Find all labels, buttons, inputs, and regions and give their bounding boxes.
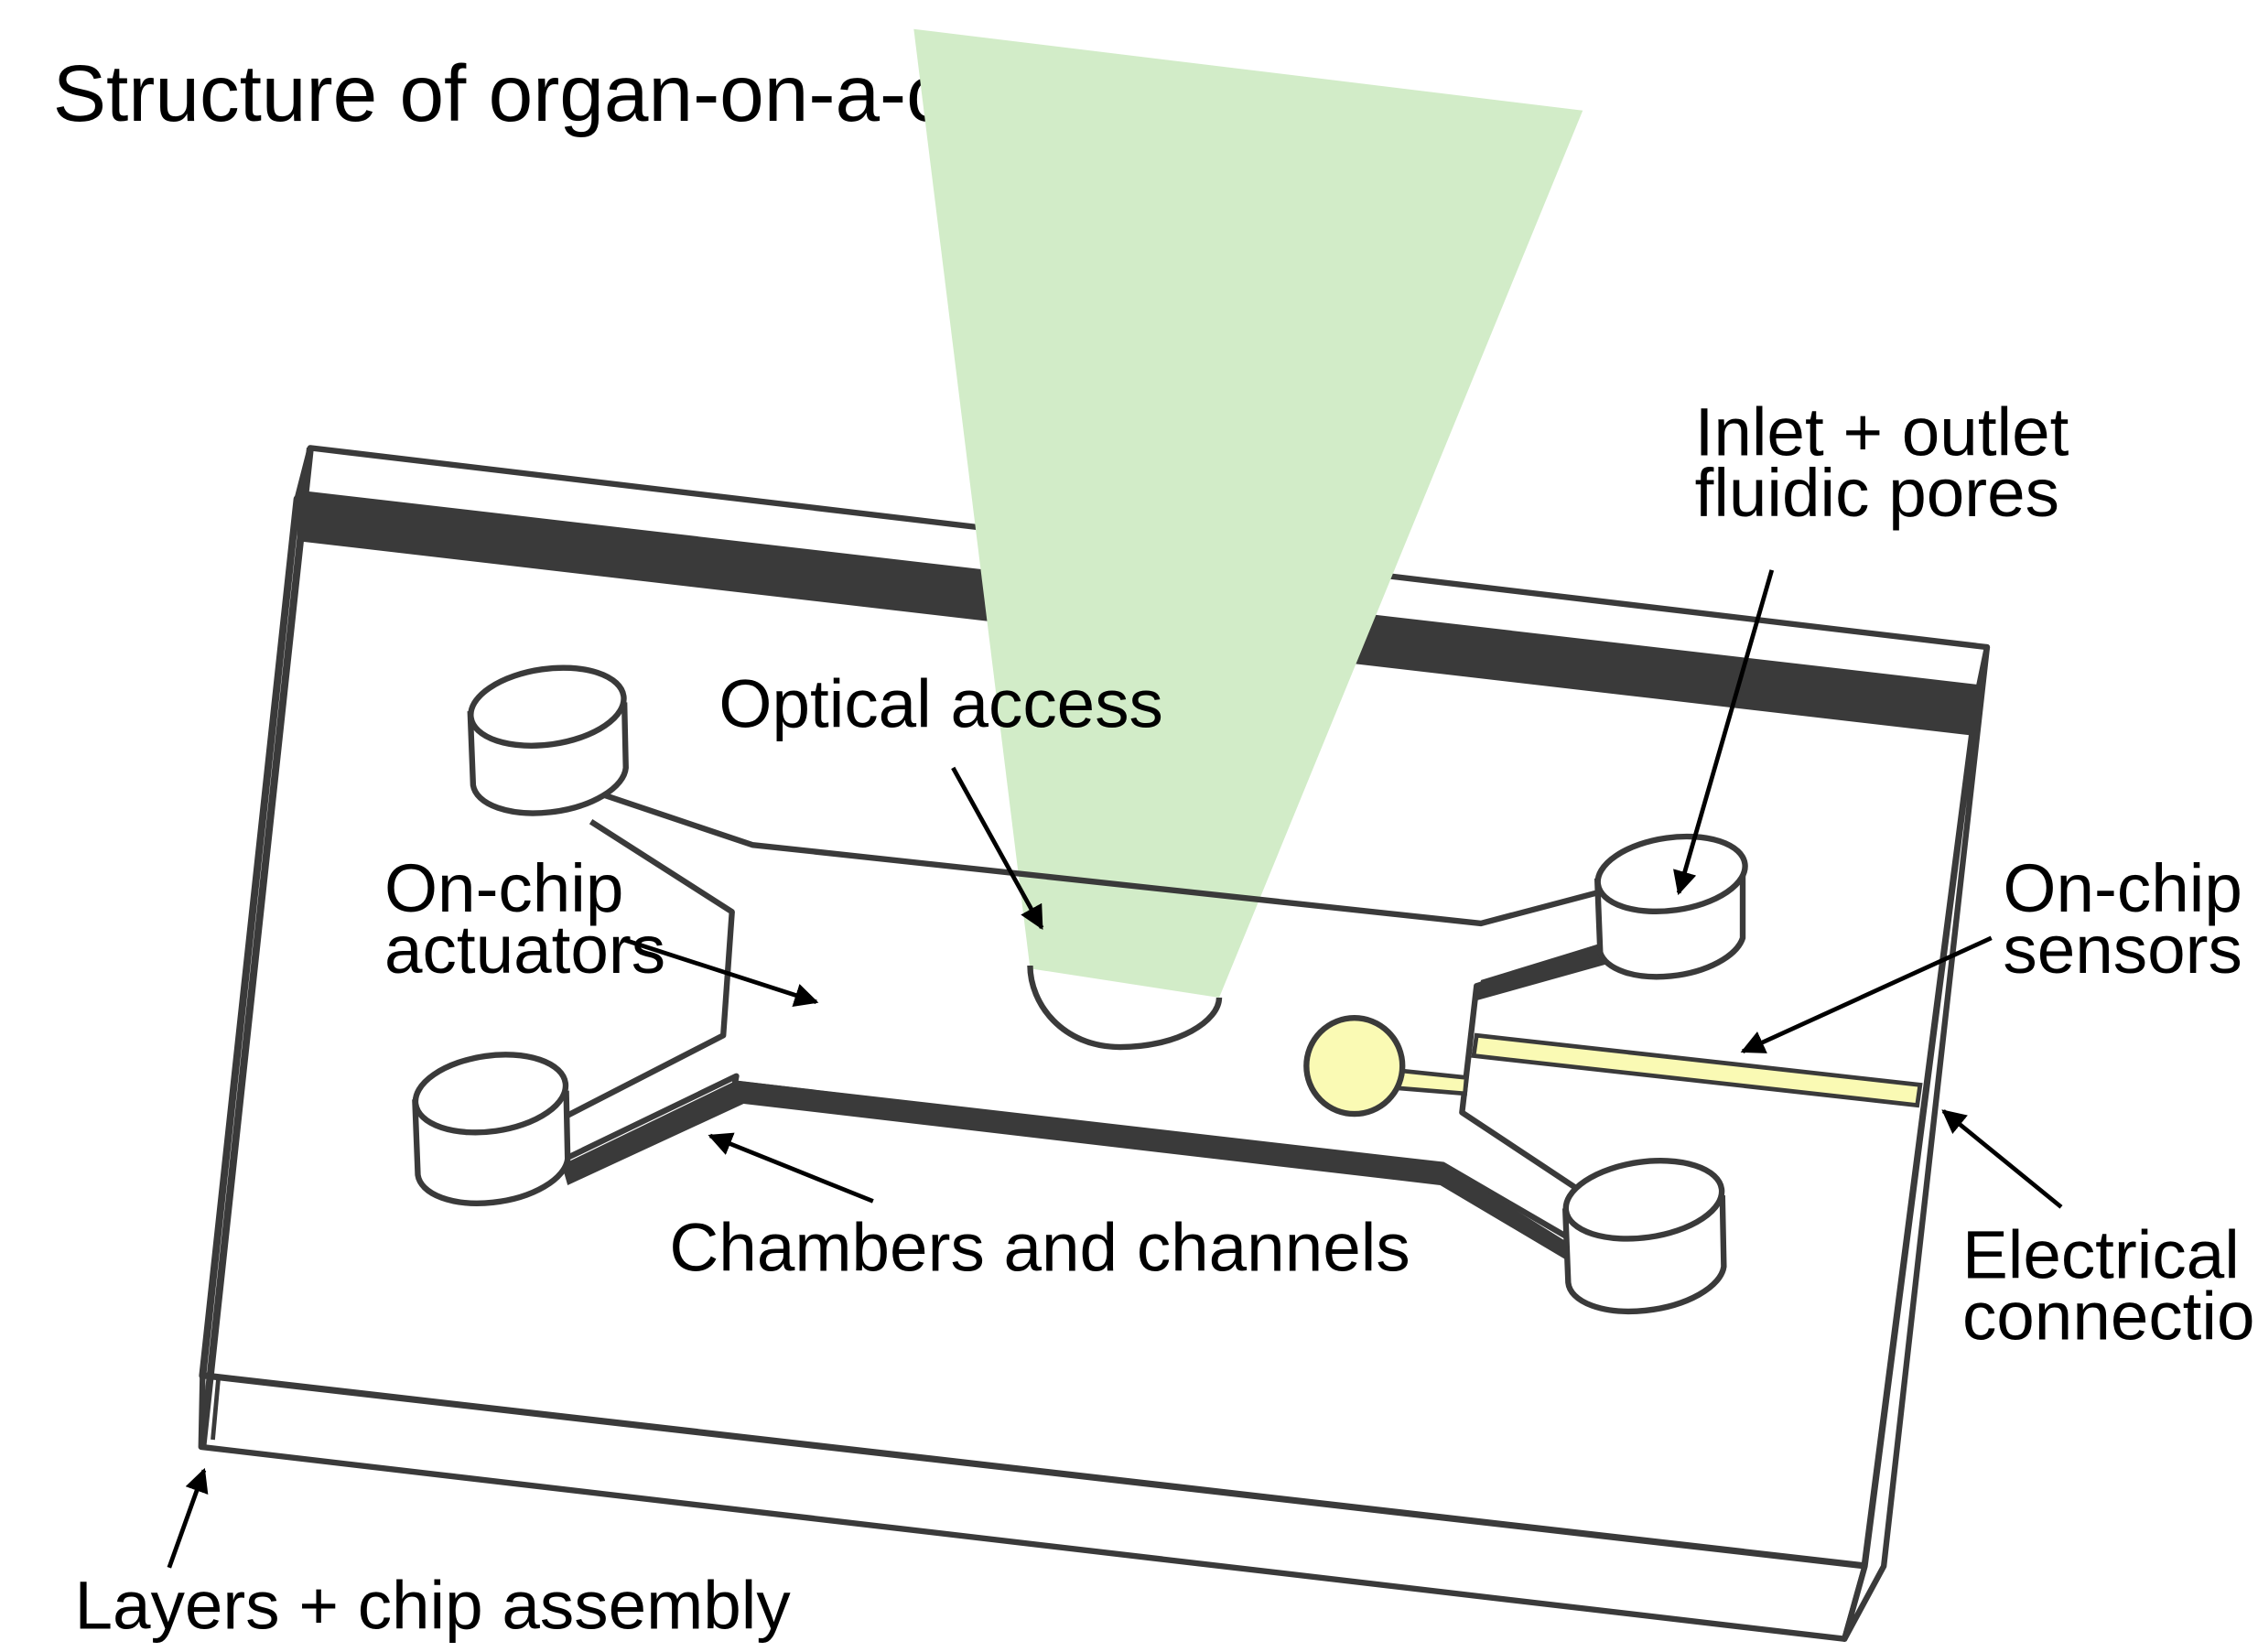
label-electrical-line1: Electrical xyxy=(1962,1216,2240,1293)
label-inlet-outlet-line1: Inlet + outlet xyxy=(1695,393,2069,470)
arrow-chambers-channels xyxy=(708,1132,874,1204)
arrow-electrical xyxy=(1941,1109,2063,1209)
arrow-layers-assembly xyxy=(167,1467,209,1569)
label-inlet-outlet-line2: fluidic pores xyxy=(1695,454,2059,531)
optical-light-beam xyxy=(913,28,1583,998)
label-actuators-line1: On-chip xyxy=(384,849,623,926)
arrow-sensors xyxy=(1740,935,1993,1053)
label-sensors-line2: sensors xyxy=(2003,911,2242,988)
on-chip-sensor-electrode xyxy=(1303,1015,1406,1118)
fluidic-pore-top-right xyxy=(1594,833,1748,980)
fluidic-pore-top-left xyxy=(467,664,629,816)
fluidic-pore-bottom-right xyxy=(1561,1158,1727,1314)
diagram-title: Structure of organ-on-a-chip xyxy=(53,49,1053,138)
label-electrical-line2: connections xyxy=(1962,1277,2258,1354)
channel-right-wall xyxy=(1476,941,1613,1001)
label-optical-access: Optical access xyxy=(718,664,1162,741)
label-layers-assembly: Layers + chip assembly xyxy=(75,1567,792,1644)
channel-bottom-wall xyxy=(561,1080,1574,1259)
chip-left-edge xyxy=(199,447,314,1448)
chip-left-edge-inner xyxy=(211,1375,221,1441)
label-actuators-line2: actuators xyxy=(384,911,665,988)
arrow-inlet-outlet xyxy=(1673,569,1775,896)
label-chambers-channels: Chambers and channels xyxy=(669,1209,1410,1286)
electrical-connection-trace xyxy=(1471,1032,1923,1108)
channel-top-edge xyxy=(595,789,1609,927)
optical-access-well xyxy=(1027,965,1223,1051)
fluidic-pore-bottom-left xyxy=(412,1052,571,1206)
label-sensors-line1: On-chip xyxy=(2003,849,2242,926)
arrow-optical-access xyxy=(951,766,1044,931)
arrow-actuators xyxy=(621,937,819,1007)
